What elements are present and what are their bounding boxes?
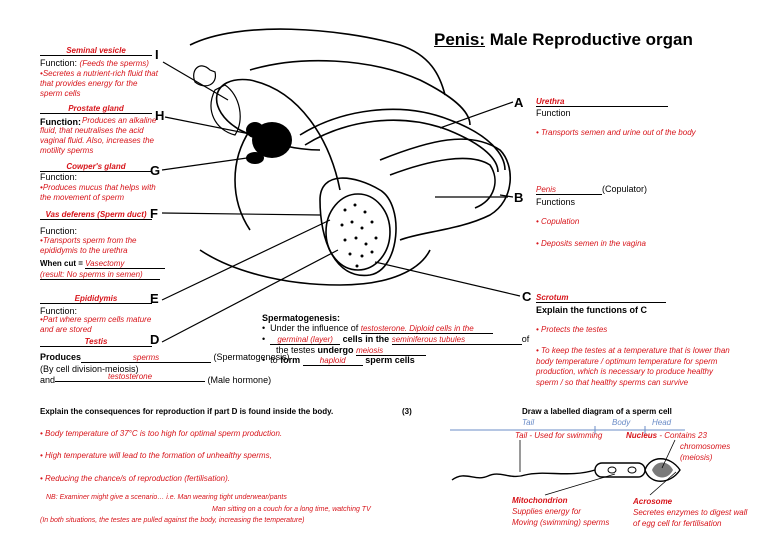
sperm-tail-label: Tail - Used for swimming (515, 431, 603, 440)
sperm-nucleus (652, 462, 673, 478)
leader-f (161, 212, 321, 216)
sperm-tail-top-label: Tail (522, 418, 535, 427)
spermatogenesis-line-4: • to form haploid sperm cells (262, 355, 415, 366)
urethra-name: Urethra (536, 97, 668, 107)
prostate-function-text: Produces an alkaline fluid, that neutral… (40, 116, 157, 155)
sperm-nucleus-label: Nucleus - Contains 23 (626, 431, 707, 440)
page-title: Penis: Male Reproductive organ (434, 30, 693, 49)
vas-function-text: •Transports sperm from the epididymis to… (40, 236, 137, 255)
vasectomy-row: When cut = Vasectomy (40, 259, 166, 269)
penis-function-1: • Copulation (536, 217, 580, 226)
prostate-name: Prostate gland (40, 104, 152, 114)
leader-b (499, 194, 514, 198)
urethra-tube (299, 108, 506, 171)
sperm-acrosome-label: Acrosome (633, 497, 673, 506)
epididymis-name: Epididymis (40, 294, 152, 304)
urethra-function-label: Function (536, 108, 571, 118)
scrotum-question: Explain the functions of C (536, 305, 648, 315)
prostate-function-label: Function: (40, 117, 81, 127)
nb-line-2: Man sitting on a couch for a long time, … (212, 506, 371, 513)
spermatogenesis-line-2: • germinal (layer) cells in the seminife… (262, 334, 530, 345)
scrotum-outline (319, 177, 397, 277)
testis-by: (By cell division-meiosis) (40, 364, 139, 374)
answer-2: • High temperature will lead to the form… (40, 451, 272, 460)
sperm-diagram (450, 426, 685, 496)
seminal-function-row: Function: (Feeds the sperms) (40, 58, 149, 68)
sperm-tail (451, 469, 596, 481)
leader-c (374, 261, 521, 297)
answer-3: • Reducing the chance/s of reproduction … (40, 474, 231, 483)
sperm-mitochondrion-desc-2: Moving (swimming) sperms (512, 518, 610, 527)
penis-function-2: • Deposits semen in the vagina (536, 239, 646, 248)
letter-f: F (150, 206, 158, 221)
leader-e (161, 219, 331, 301)
scrotum-function-1: • Protects the testes (536, 325, 608, 334)
cowpers-function-label: Function: (40, 172, 78, 182)
seminal-function-text: •Secretes a nutrient-rich fluid that tha… (40, 69, 158, 98)
epididymis-function-label: Function: (40, 306, 78, 316)
body-outline (189, 28, 446, 96)
sperm-nucleus-desc-3: (meiosis) (680, 453, 713, 462)
sperm-nucleus-desc-2: chromosomes (680, 442, 731, 451)
spermatogenesis-line-1: • Under the influence of testosterone. D… (262, 323, 493, 334)
leader-g (161, 157, 248, 171)
scrotum-function-2: • To keep the testes at a temperature th… (536, 346, 730, 387)
sperm-mitochondrion-label: Mitochondrion (512, 496, 568, 505)
sperm-body-top-label: Body (612, 418, 631, 427)
epididymis-function-text: •Part where sperm cells mature and are s… (40, 315, 152, 334)
sperm-head (644, 458, 681, 482)
cowpers-name: Cowper's gland (40, 162, 152, 172)
sperm-mitochondrion-desc-1: Supplies energy for (512, 507, 581, 516)
letter-h: H (155, 108, 165, 123)
leader-a (439, 101, 514, 129)
leader-i (162, 61, 229, 101)
letter-d: D (150, 332, 160, 347)
answer-1: • Body temperature of 37°C is too high f… (40, 429, 283, 438)
nb-line-1: NB: Examiner might give a scenario… i.e.… (46, 494, 287, 501)
testis-name: Testis (40, 337, 152, 347)
seminal-vesicle-shape (210, 84, 241, 136)
cowpers-gland-shape (246, 152, 264, 164)
letter-g: G (150, 163, 161, 178)
letter-b: B (514, 190, 524, 205)
sperm-midpiece (594, 462, 646, 478)
letter-c: C (522, 289, 532, 304)
leader-h (164, 116, 256, 136)
penis-shape (379, 138, 511, 241)
sperm-acrosome-desc-1: Secretes enzymes to digest wall (633, 508, 748, 517)
spermatogenesis-heading: Spermatogenesis: (262, 313, 341, 323)
letter-a: A (514, 95, 524, 110)
spermatogenesis-line-3: the testes undergo meiosis (276, 345, 427, 356)
penis-name-row: Penis(Copulator) (536, 184, 648, 195)
penis-function-label: Functions (536, 197, 576, 207)
letter-i: I (155, 47, 159, 62)
vas-deferens-name: Vas deferens (Sperm duct) (40, 210, 152, 220)
question-marks: (3) (402, 407, 412, 416)
sperm-acrosome-desc-2: of egg cell for fertilisation (633, 519, 722, 528)
vas-function-label: Function: (40, 226, 78, 236)
sperm-head-top-label: Head (652, 418, 672, 427)
cowpers-function-text: •Produces mucus that helps with the move… (40, 183, 156, 202)
urethra-function-text: • Transports semen and urine out of the … (536, 128, 696, 137)
seminal-vesicle-name: Seminal vesicle (40, 46, 152, 56)
testis-shape (325, 193, 391, 271)
nb-line-3: (In both situations, the testes are pull… (40, 517, 305, 524)
letter-e: E (150, 291, 159, 306)
vasectomy-result: (result: No sperms in semen) (40, 270, 160, 280)
question-text: Explain the consequences for reproductio… (40, 407, 334, 416)
sperm-heading: Draw a labelled diagram of a sperm cell (522, 407, 672, 416)
leader-d (161, 249, 339, 343)
scrotum-name: Scrotum (536, 293, 666, 303)
